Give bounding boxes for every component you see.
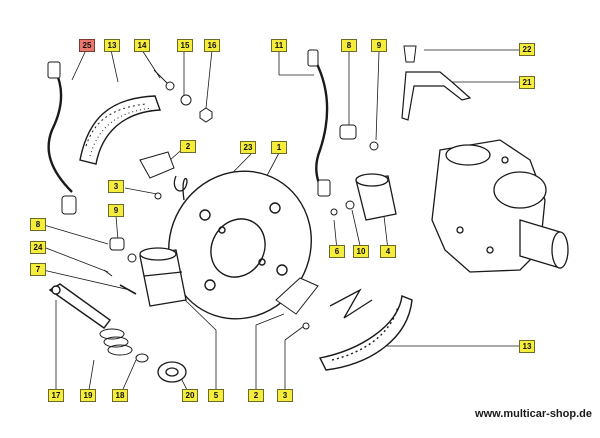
callout-17: 17	[48, 389, 64, 402]
wheel-cylinder-left	[139, 247, 187, 307]
callout-19: 19	[80, 389, 96, 402]
steering-knuckle	[431, 139, 569, 273]
callout-18: 18	[112, 389, 128, 402]
callout-7: 7	[30, 263, 46, 276]
wheel-cylinder-right	[355, 173, 397, 221]
brake-shoe-top	[79, 95, 161, 165]
callout-10: 10	[353, 245, 369, 258]
washer-15	[180, 94, 192, 106]
screw-6	[330, 208, 338, 216]
bleed-nipple	[119, 284, 137, 295]
washer-10	[345, 200, 355, 210]
callout-4: 4	[380, 245, 396, 258]
bleed-screw	[103, 269, 113, 277]
seal-ring-upper	[369, 141, 379, 151]
parking-lever	[48, 283, 111, 329]
brake-shoe-lower	[318, 295, 413, 371]
callout-24: 24	[30, 241, 46, 254]
website-watermark: www.multicar-shop.de	[475, 408, 592, 420]
washer-18	[135, 353, 149, 363]
callout-3-bottom: 3	[277, 389, 293, 402]
bleeder-cap-lower	[109, 237, 125, 251]
callout-25: 25	[79, 39, 95, 52]
return-spring	[329, 288, 373, 319]
callout-15: 15	[177, 39, 193, 52]
callout-16: 16	[204, 39, 220, 52]
spring-clip	[173, 175, 188, 201]
seal-ring-lower	[127, 253, 137, 263]
brake-hose-right	[307, 49, 331, 197]
callout-22: 22	[519, 43, 535, 56]
shoe-retainer-lower	[275, 277, 319, 315]
bleeder-cap-upper	[339, 124, 357, 140]
callout-3-top: 3	[108, 180, 124, 193]
callout-8-mid: 8	[30, 218, 46, 231]
callout-9-top: 9	[371, 39, 387, 52]
callout-1: 1	[271, 141, 287, 154]
callout-14: 14	[134, 39, 150, 52]
callout-9-mid: 9	[108, 204, 124, 217]
callout-5: 5	[208, 389, 224, 402]
callout-21: 21	[519, 76, 535, 89]
pin-lower	[302, 322, 310, 330]
callout-13-top: 13	[104, 39, 120, 52]
shoe-retainer-upper	[139, 151, 175, 179]
adjuster-nut	[157, 361, 187, 383]
adjuster-pin	[153, 69, 175, 91]
backing-plate	[168, 170, 312, 320]
callout-6: 6	[329, 245, 345, 258]
callout-11: 11	[271, 39, 287, 52]
callout-2-top: 2	[180, 140, 196, 153]
callout-8-top: 8	[341, 39, 357, 52]
callout-13-bottom: 13	[519, 340, 535, 353]
brake-hose-left	[47, 61, 77, 215]
coil-spring	[99, 328, 133, 356]
callout-20: 20	[182, 389, 198, 402]
mounting-bracket	[401, 45, 472, 121]
callout-23: 23	[240, 141, 256, 154]
pin-upper	[154, 192, 162, 200]
nut-16	[199, 107, 213, 123]
callout-2-bottom: 2	[248, 389, 264, 402]
